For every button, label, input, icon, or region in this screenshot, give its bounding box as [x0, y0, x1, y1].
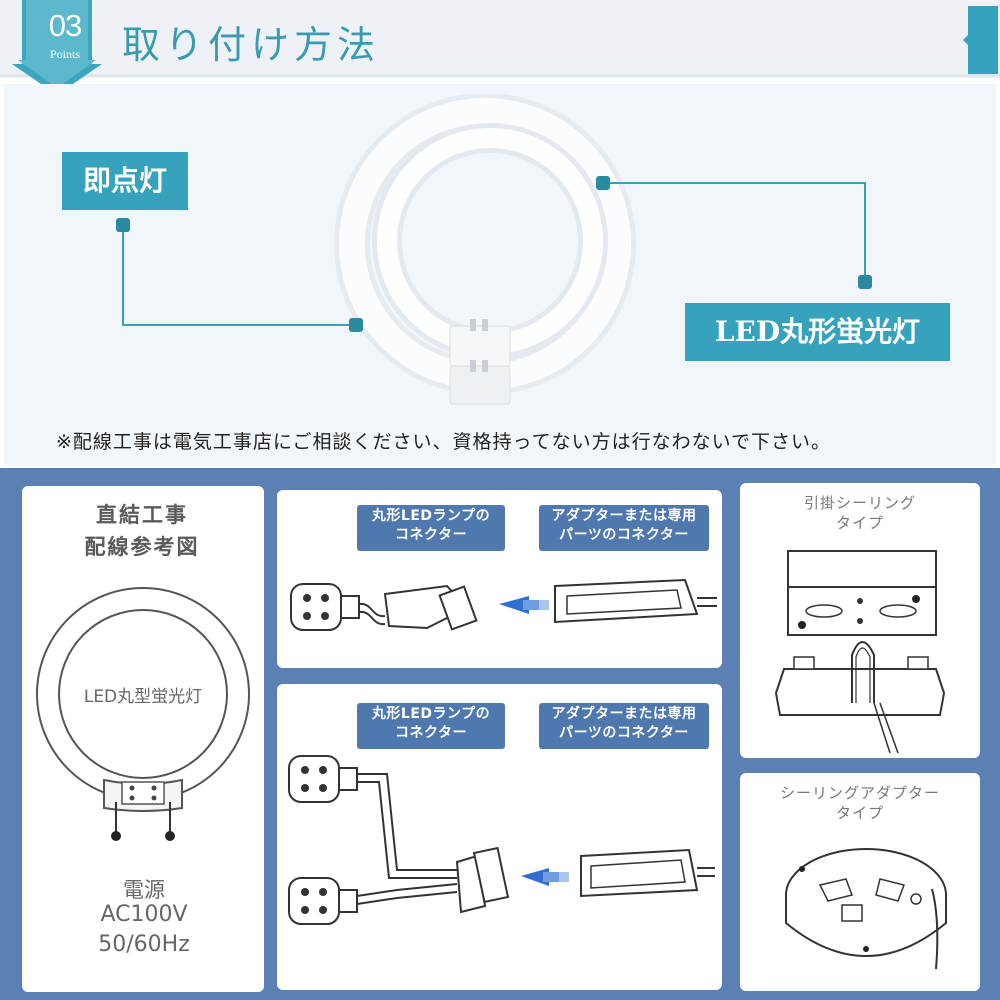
power-frequency: 50/60Hz: [98, 932, 190, 957]
badge-arrow-shape: [12, 0, 102, 95]
circular-lamp-image: [334, 94, 636, 405]
hook-ceiling-label-line2: タイプ: [835, 514, 884, 532]
direct-wiring-title-line2: 配線参考図: [84, 535, 200, 559]
point-badge: 03 Points: [12, 0, 102, 95]
wiring-notice: ※配線工事は電気工事店にご相談ください、資格持ってない方は行なわないで下さい。: [56, 431, 832, 453]
power-label: 電源: [123, 878, 165, 902]
lamp-connector-label-line2: コネクター: [395, 527, 467, 543]
connector-card-single: 丸形LEDランプの コネクター アダプターまたは専用 パーツのコネクター: [277, 490, 722, 668]
adapter-connector-label: アダプターまたは専用 パーツのコネクター: [539, 505, 709, 551]
lamp-connector-label-2-line1: 丸形LEDランプの: [371, 706, 491, 722]
power-voltage: AC100V: [100, 902, 188, 927]
adapter-connector-label-2-line2: パーツのコネクター: [559, 725, 689, 741]
led-lamp-tag: LED丸形蛍光灯: [685, 303, 950, 361]
lamp-connector-label-line1: 丸形LEDランプの: [371, 508, 491, 524]
adapter-connector-label-line1: アダプターまたは専用: [551, 508, 697, 524]
callout-leader-lines: [116, 176, 872, 332]
ceiling-adapter-label-line2: タイプ: [835, 804, 884, 822]
adapter-connector-label-2: アダプターまたは専用 パーツのコネクター: [539, 703, 709, 749]
header-marker: [968, 6, 998, 74]
page-title: 取り付け方法: [122, 23, 381, 67]
ceiling-adapter-label-line1: シーリングアダプター: [779, 784, 940, 802]
wiring-ring-diagram: [36, 587, 250, 841]
badge-number: 03: [48, 8, 82, 43]
badge-label: Points: [49, 47, 80, 61]
hook-ceiling-label-line1: 引掛シーリング: [803, 494, 916, 512]
connector-card-double: 丸形LEDランプの コネクター アダプターまたは専用 パーツのコネクター: [277, 684, 722, 990]
wiring-ring-label: LED丸型蛍光灯: [83, 687, 203, 707]
section-header: [0, 0, 1000, 78]
adapter-connector-label-2-line1: アダプターまたは専用: [551, 706, 697, 722]
lamp-connector-label: 丸形LEDランプの コネクター: [357, 505, 505, 551]
hook-ceiling-illustration: [774, 550, 946, 754]
ceiling-adapter-card: シーリングアダプター タイプ: [740, 773, 980, 991]
direct-wiring-card: 直結工事 配線参考図 LED丸型蛍光灯 電源 AC100V 50/60Hz: [22, 486, 264, 992]
hook-ceiling-card: 引掛シーリング タイプ: [740, 483, 980, 758]
header-rule: [0, 74, 1000, 77]
connector-illustration-double: [288, 755, 715, 925]
adapter-connector-label-line2: パーツのコネクター: [559, 527, 689, 543]
instant-on-tag: 即点灯: [62, 152, 188, 210]
lamp-connector-label-2: 丸形LEDランプの コネクター: [357, 703, 505, 749]
connector-illustration-single: [290, 578, 717, 631]
ceiling-adapter-illustration: [785, 848, 947, 970]
direct-wiring-title-line1: 直結工事: [96, 503, 188, 527]
lamp-connector-label-2-line2: コネクター: [395, 725, 467, 741]
header-marker-notch: [963, 33, 970, 47]
